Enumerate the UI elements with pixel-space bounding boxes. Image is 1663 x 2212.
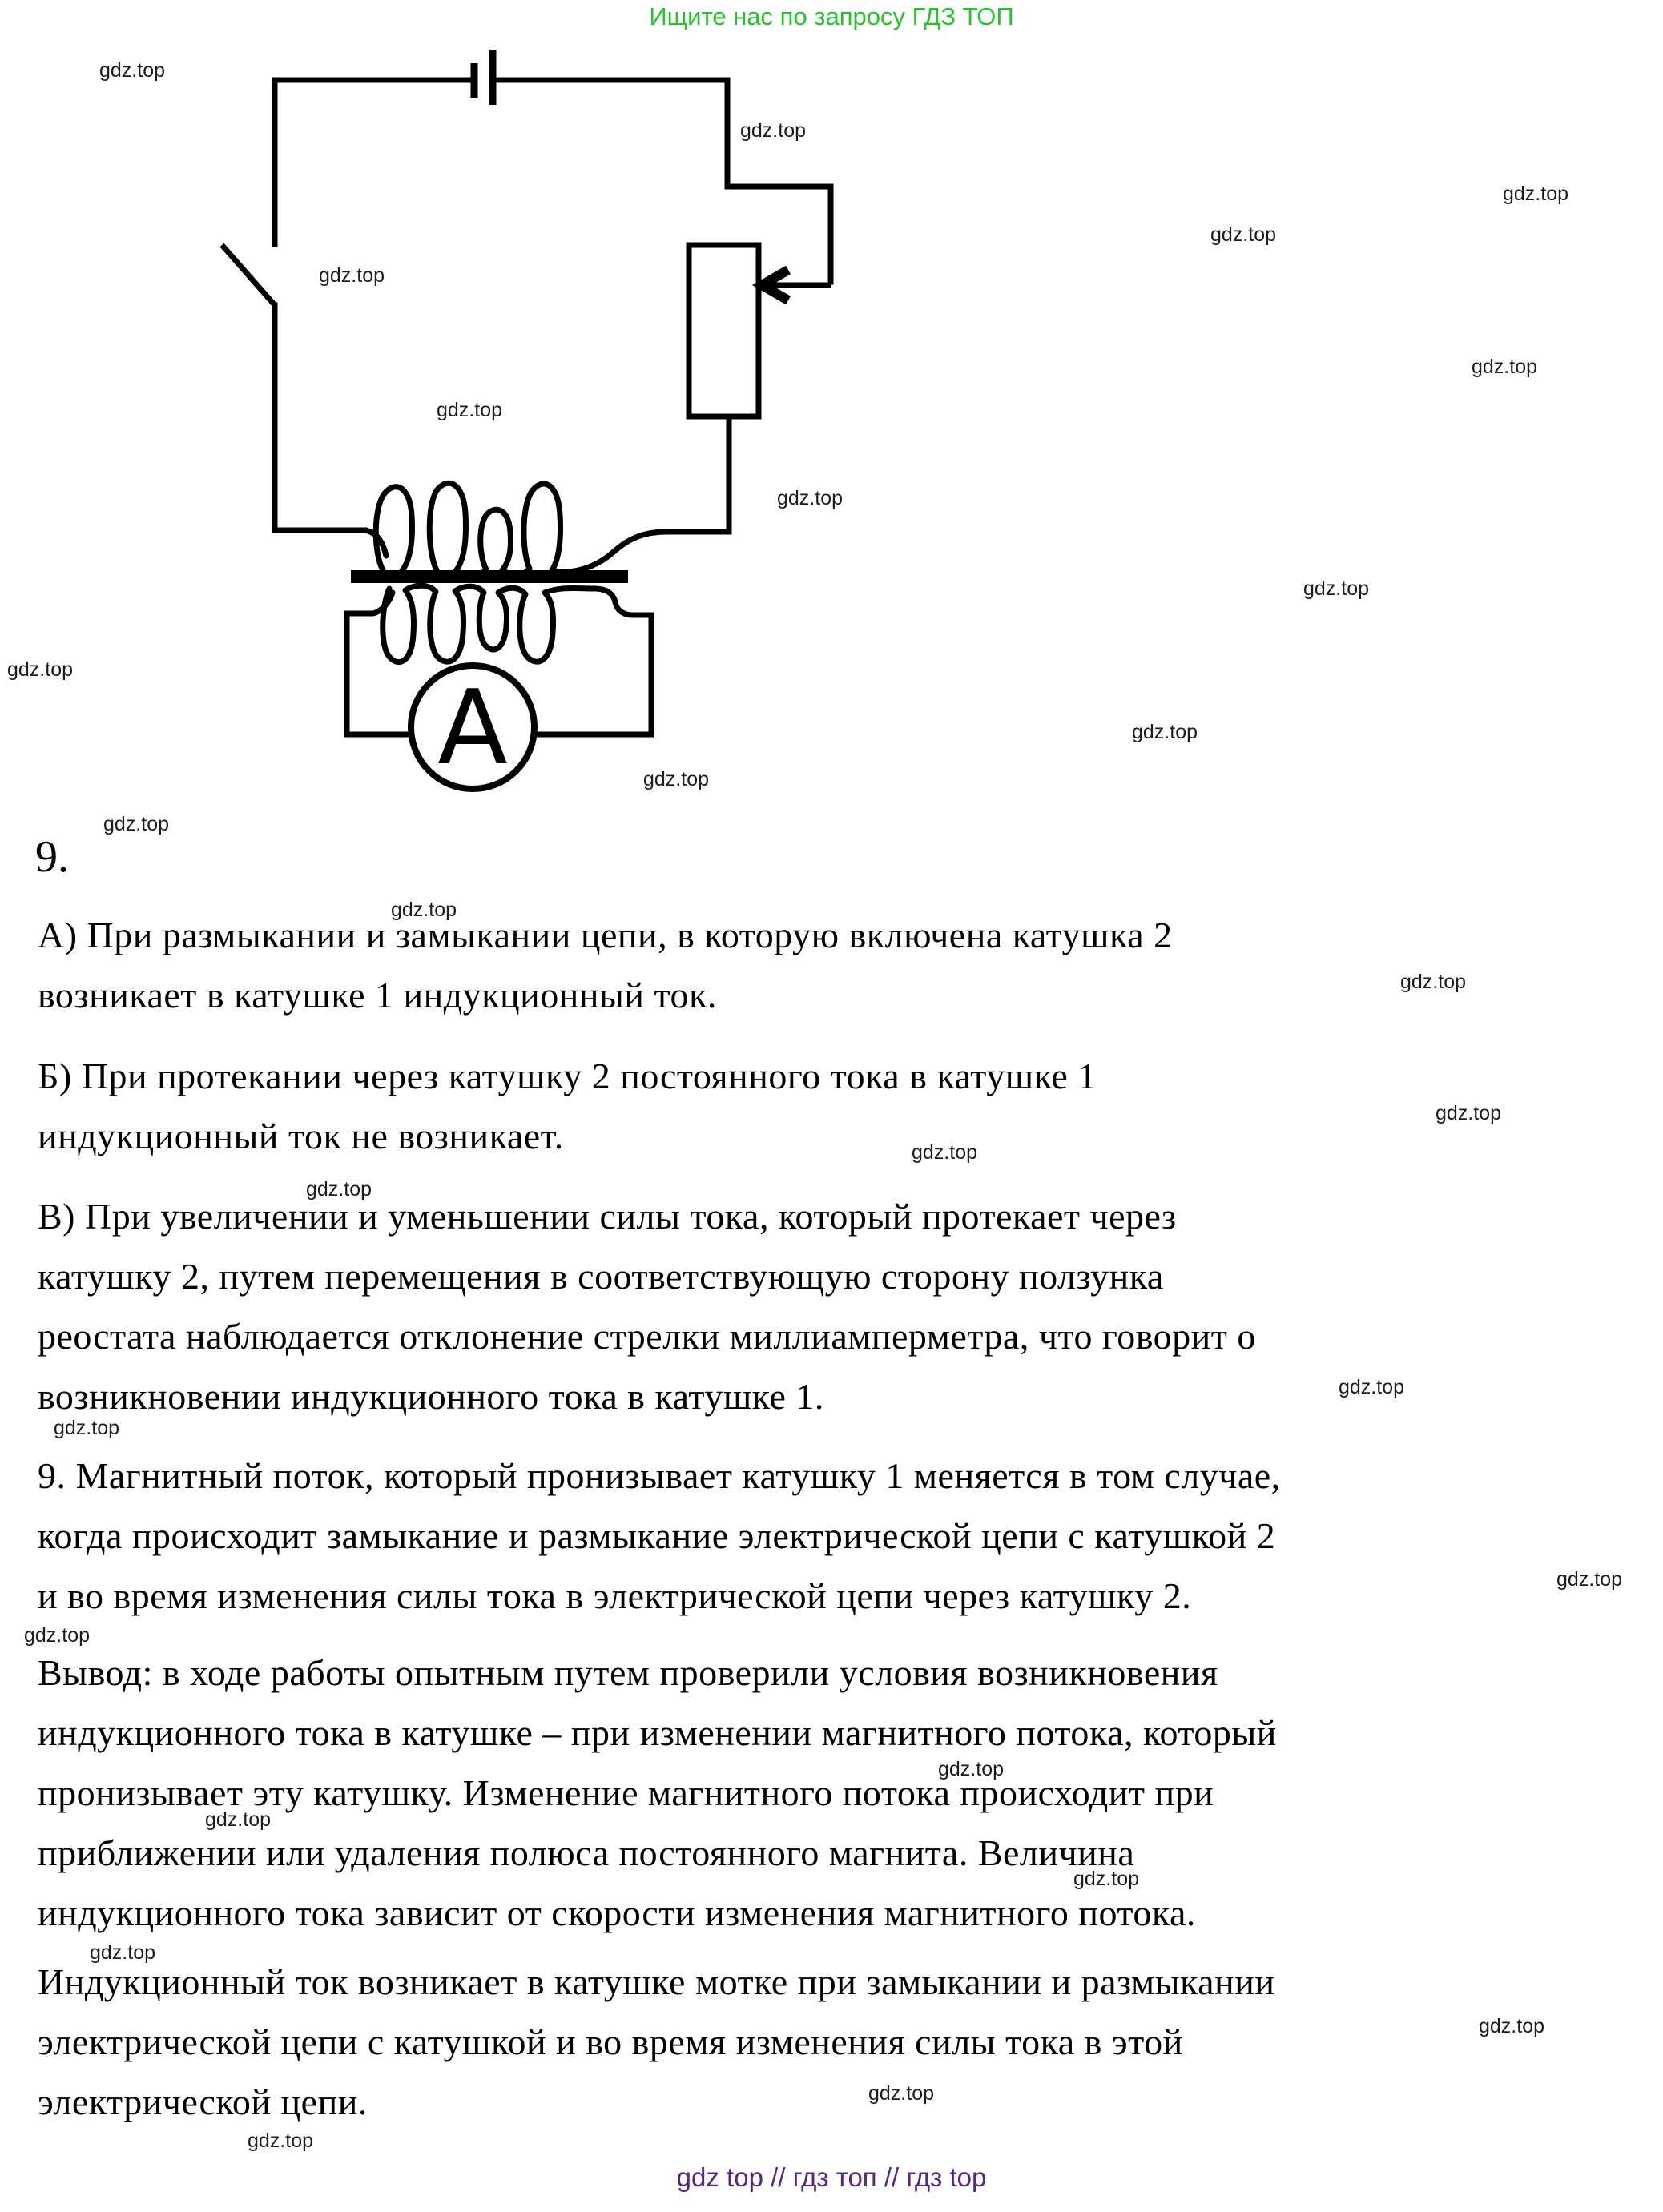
wire-top-right xyxy=(492,77,834,285)
text-line: и во время изменения силы тока в электри… xyxy=(38,1575,1192,1616)
watermark: gdz.top xyxy=(643,768,710,790)
wire-switch-to-coil xyxy=(272,302,368,533)
iron-core-bar xyxy=(351,570,628,583)
circuit-diagram: А xyxy=(219,50,834,792)
watermark: gdz.top xyxy=(1556,1568,1623,1591)
text-line: приближении или удаления полюса постоянн… xyxy=(38,1832,1135,1873)
watermark: gdz.top xyxy=(740,119,807,142)
answer-number: 9. xyxy=(35,832,69,882)
watermark: gdz.top xyxy=(777,487,844,509)
text-line: А) При размыкании и замыкании цепи, в ко… xyxy=(38,915,1173,955)
text-line: индукционного тока зависит от скорости и… xyxy=(38,1892,1196,1933)
watermark: gdz.top xyxy=(1479,2015,1545,2037)
watermark: gdz.top xyxy=(306,1178,372,1201)
watermark: gdz.top xyxy=(205,1808,272,1831)
watermark: gdz.top xyxy=(1400,971,1467,993)
watermark: gdz.top xyxy=(24,1624,91,1647)
watermark: gdz.top xyxy=(7,658,74,681)
site-footer: gdz top // гдз топ // гдз top xyxy=(676,2162,987,2192)
watermark: gdz.top xyxy=(868,2082,935,2105)
coil-2-icon xyxy=(361,480,732,580)
watermark: gdz.top xyxy=(103,813,170,835)
paragraph-a: А) При размыкании и замыкании цепи, в ко… xyxy=(38,905,1640,1025)
text-line: Вывод: в ходе работы опытным путем прове… xyxy=(38,1652,1218,1693)
watermark: gdz.top xyxy=(1339,1376,1405,1398)
paragraph-b: Б) При протекании через катушку 2 постоя… xyxy=(38,1046,1640,1166)
text-line: В) При увеличении и уменьшении силы тока… xyxy=(38,1196,1177,1237)
promo-header: Ищите нас по запросу ГДЗ ТОП xyxy=(649,2,1014,30)
text-line: Б) При протекании через катушку 2 постоя… xyxy=(38,1056,1097,1096)
text-line: электрической цепи. xyxy=(38,2081,368,2122)
watermark: gdz.top xyxy=(54,1417,120,1439)
text-line: электрической цепи с катушкой и во время… xyxy=(38,2021,1183,2062)
text-line: когда происходит замыкание и размыкание … xyxy=(38,1515,1276,1556)
text-line: пронизывает эту катушку. Изменение магни… xyxy=(38,1772,1214,1813)
rheostat-icon xyxy=(686,242,762,420)
text-line: реостата наблюдается отклонение стрелки … xyxy=(38,1316,1256,1357)
ammeter-icon xyxy=(408,662,538,792)
text-line: индукционного тока в катушке – при измен… xyxy=(38,1712,1277,1753)
watermark: gdz.top xyxy=(319,264,385,287)
switch-icon xyxy=(219,243,277,308)
watermark: gdz.top xyxy=(1303,577,1370,600)
ammeter-circuit-wires xyxy=(344,610,654,738)
text-line: 9. Магнитный поток, который пронизывает … xyxy=(38,1455,1281,1496)
paragraph-final: Индукционный ток возникает в катушке мот… xyxy=(38,1952,1640,2132)
watermark: gdz.top xyxy=(1435,1102,1502,1124)
watermark: gdz.top xyxy=(1503,183,1569,205)
watermark: gdz.top xyxy=(90,1941,156,1964)
watermark: gdz.top xyxy=(99,59,166,82)
text-line: индукционный ток не возникает. xyxy=(38,1116,564,1156)
paragraph-conclusion: Вывод: в ходе работы опытным путем прове… xyxy=(38,1643,1640,1943)
paragraph-v: В) При увеличении и уменьшении силы тока… xyxy=(38,1186,1640,1426)
ammeter-label: А xyxy=(437,669,508,788)
watermark: gdz.top xyxy=(1472,356,1538,378)
watermark: gdz.top xyxy=(391,899,457,921)
watermark: gdz.top xyxy=(1210,223,1277,246)
watermark: gdz.top xyxy=(938,1758,1005,1780)
text-line: возникновении индукционного тока в катуш… xyxy=(38,1376,824,1417)
coil-1-icon xyxy=(344,582,654,665)
text-line: катушку 2, путем перемещения в соответст… xyxy=(38,1256,1164,1297)
paragraph-point9: 9. Магнитный поток, который пронизывает … xyxy=(38,1446,1640,1626)
watermark: gdz.top xyxy=(1073,1868,1140,1890)
text-line: Индукционный ток возникает в катушке мот… xyxy=(38,1961,1275,2002)
watermark: gdz.top xyxy=(248,2130,314,2152)
watermark: gdz.top xyxy=(437,399,503,421)
text-line: возникает в катушке 1 индукционный ток. xyxy=(38,975,717,1016)
watermark: gdz.top xyxy=(912,1141,978,1164)
battery-icon xyxy=(470,50,497,105)
watermark: gdz.top xyxy=(1132,721,1198,743)
rheostat-slider-arrow-icon xyxy=(751,265,831,305)
